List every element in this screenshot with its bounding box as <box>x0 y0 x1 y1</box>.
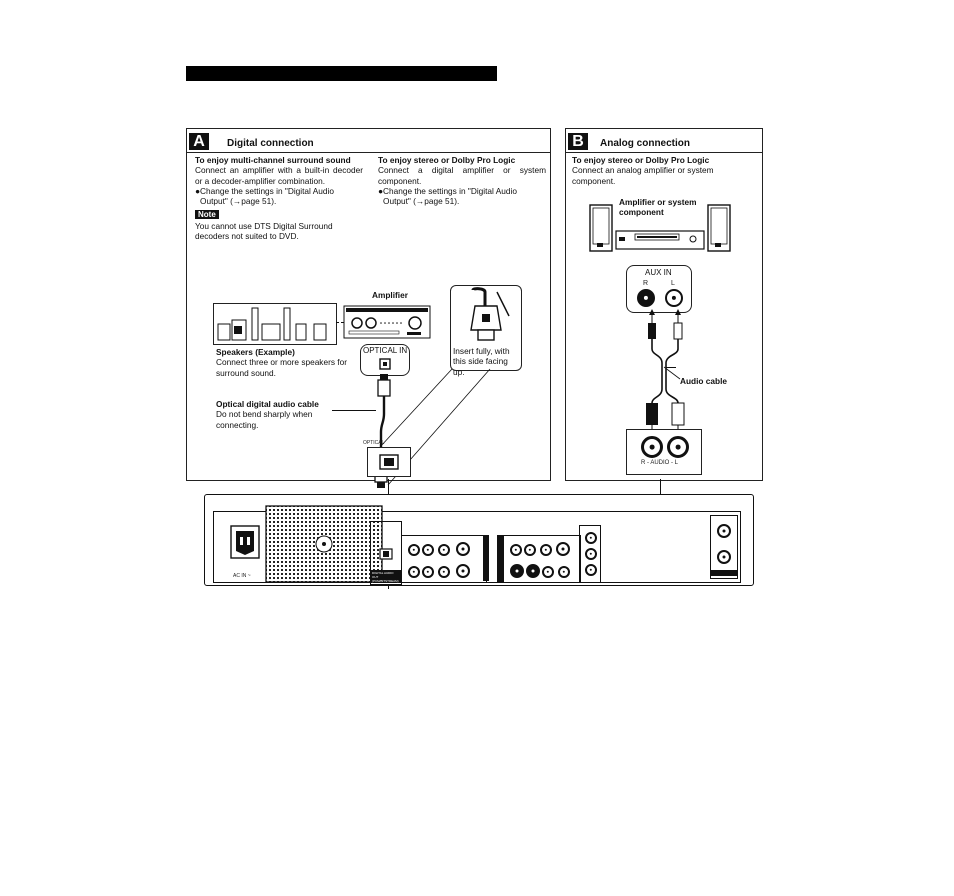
jack <box>542 566 554 578</box>
aux-l-label: L <box>671 280 675 287</box>
jack <box>438 566 450 578</box>
aux-l-jack <box>665 289 683 307</box>
power-socket-icon <box>230 525 260 559</box>
speakers-caption: Speakers (Example) Connect three or more… <box>216 347 356 378</box>
jack <box>422 566 434 578</box>
note-text: You cannot use DTS Digital Surround deco… <box>195 220 333 242</box>
jack <box>408 544 420 556</box>
jack <box>585 548 597 560</box>
panel-a-badge: A <box>189 133 209 150</box>
audio-out-label: R - AUDIO - L <box>641 460 679 466</box>
stereo-bullet: Change the settings in "Digital Audio Ou… <box>383 185 517 207</box>
note-badge: Note <box>195 210 219 220</box>
audio-out-l-jack <box>667 436 689 458</box>
optical-cable-title: Optical digital audio cable <box>216 399 319 409</box>
jack <box>456 542 470 556</box>
optical-out-port-box <box>367 447 411 477</box>
recorder-optical-port-icon <box>379 548 393 560</box>
optical-out-port-icon <box>379 454 399 470</box>
amplifier-icon <box>343 305 431 339</box>
aux-r-jack <box>637 289 655 307</box>
surround-bullet: Change the settings in "Digital Audio Ou… <box>200 185 334 207</box>
aux-in-jack-box: AUX IN R L <box>626 265 692 313</box>
jack-group-1 <box>401 535 487 583</box>
jack <box>585 564 597 576</box>
analog-heading: To enjoy stereo or Dolby Pro Logic <box>572 155 710 165</box>
jack <box>422 544 434 556</box>
audio-cable-icon <box>646 309 685 441</box>
aux-r-label: R <box>643 280 649 287</box>
jack <box>408 566 420 578</box>
jack <box>510 564 524 578</box>
speakers-illustration <box>213 303 337 345</box>
system-component-icon <box>589 204 731 252</box>
jack <box>456 564 470 578</box>
surround-heading: To enjoy multi-channel surround sound <box>195 155 351 165</box>
speakers-text: Connect three or more speakers for surro… <box>216 357 347 378</box>
connector-callout: Insert fully, with this side facing up. <box>450 285 522 377</box>
system-component-label: Amplifier or system component <box>619 197 697 217</box>
stereo-body: Connect a digital amplifier or system co… <box>378 165 546 186</box>
speakers-icon <box>217 307 327 341</box>
analog-body: Connect an analog amplifier or system co… <box>572 165 714 186</box>
ac-in-label: AC IN ~ <box>233 573 251 579</box>
stereo-text-block: To enjoy stereo or Dolby Pro Logic Conne… <box>378 155 546 207</box>
jack <box>510 544 522 556</box>
stereo-heading: To enjoy stereo or Dolby Pro Logic <box>378 155 516 165</box>
audio-cable-label: Audio cable <box>680 376 728 386</box>
jack <box>526 564 540 578</box>
surround-body: Connect an amplifier with a built-in dec… <box>195 165 363 186</box>
optical-cable-caption: Optical digital audio cable Do not bend … <box>216 399 356 430</box>
jack <box>556 542 570 556</box>
panel-a-title: Digital connection <box>227 138 314 149</box>
digital-out-label: DIGITAL AUDIO OUT (PCM/BITSTREAM) <box>372 571 399 583</box>
speakers-title: Speakers (Example) <box>216 347 295 357</box>
rf-section <box>710 515 738 579</box>
audio-cable-leader <box>663 366 681 380</box>
cooling-fan-icon <box>265 505 383 583</box>
optical-in-label: OPTICAL IN <box>363 346 408 355</box>
jack <box>438 544 450 556</box>
amplifier-label: Amplifier <box>372 290 408 300</box>
insert-text: Insert fully, with this side facing up. <box>453 346 510 377</box>
optical-plug-icon <box>470 287 510 341</box>
jack <box>717 550 731 564</box>
optical-in-port-icon <box>379 358 391 370</box>
jack <box>524 544 536 556</box>
jack <box>717 524 731 538</box>
optical-out-section: DIGITAL AUDIO OUT (PCM/BITSTREAM) <box>370 521 402 585</box>
surround-text-block: To enjoy multi-channel surround sound Co… <box>195 155 363 242</box>
aux-in-label: AUX IN <box>645 268 672 277</box>
panel-b-badge: B <box>568 133 588 150</box>
optical-label: OPTICAL <box>363 440 385 446</box>
recorder-rear-panel: AC IN ~ DIGITAL AUDIO OUT (PCM/BITSTREAM… <box>204 494 754 586</box>
panel-digital-connection: A Digital connection To enjoy multi-chan… <box>186 128 551 488</box>
analog-text-block: To enjoy stereo or Dolby Pro Logic Conne… <box>572 155 756 186</box>
jack-group-2 <box>497 535 581 583</box>
jack <box>558 566 570 578</box>
panel-analog-connection: B Analog connection To enjoy stereo or D… <box>565 128 763 481</box>
jack <box>585 532 597 544</box>
audio-out-jack-box: R - AUDIO - L <box>626 429 702 475</box>
audio-out-r-jack <box>641 436 663 458</box>
optical-cable-text: Do not bend sharply when connecting. <box>216 409 313 430</box>
section-title-bar <box>186 66 497 81</box>
panel-b-title: Analog connection <box>600 138 690 149</box>
jack <box>540 544 552 556</box>
output-jack-column <box>579 525 601 583</box>
